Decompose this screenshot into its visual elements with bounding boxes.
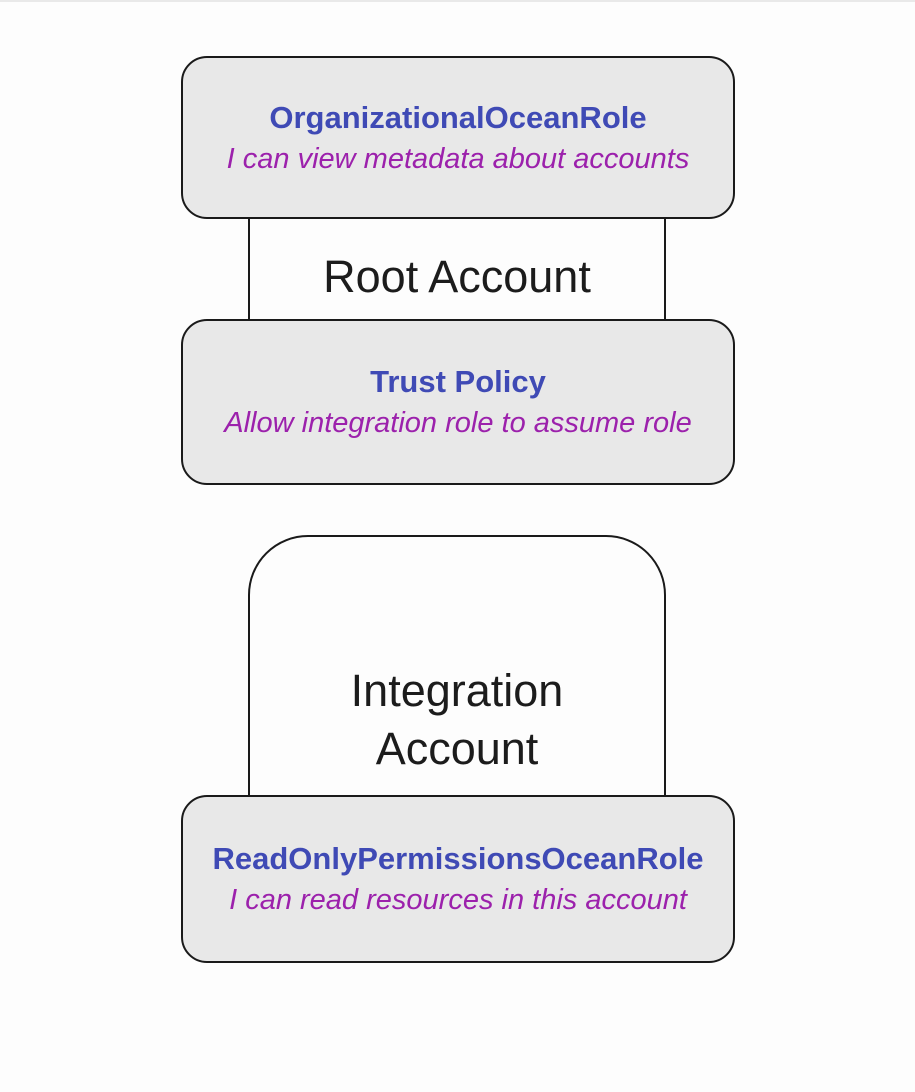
integration-account-label: Integration Account — [248, 662, 666, 777]
root-account-label: Root Account — [323, 251, 591, 302]
trust-policy-subtitle: Allow integration role to assume role — [224, 407, 692, 439]
readonly-permissions-ocean-role-title: ReadOnlyPermissionsOceanRole — [212, 841, 704, 876]
node-readonly-permissions-ocean-role: ReadOnlyPermissionsOceanRole I can read … — [181, 795, 735, 963]
trust-policy-title: Trust Policy — [370, 364, 546, 399]
node-organizational-ocean-role: OrganizationalOceanRole I can view metad… — [181, 56, 735, 219]
integration-account-label-text: Integration Account — [350, 665, 564, 774]
readonly-permissions-ocean-role-subtitle: I can read resources in this account — [229, 884, 687, 916]
node-trust-policy: Trust Policy Allow integration role to a… — [181, 319, 735, 485]
organizational-ocean-role-subtitle: I can view metadata about accounts — [226, 142, 690, 175]
organizational-ocean-role-title: OrganizationalOceanRole — [269, 99, 647, 135]
